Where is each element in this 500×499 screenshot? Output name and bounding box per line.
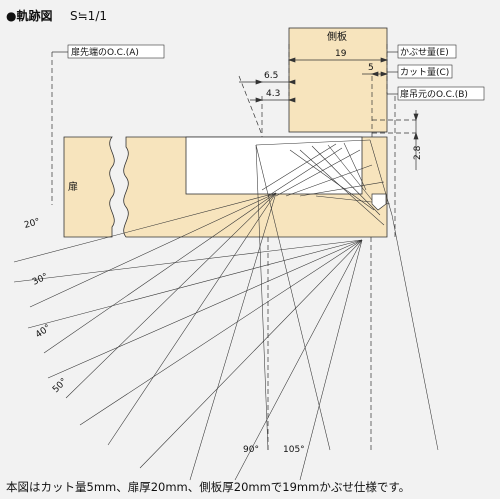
dim-5: 5 (368, 63, 374, 73)
dim-6-5: 6.5 (264, 71, 278, 81)
dim-2-8: 2.8 (413, 145, 423, 160)
hinge-detail (371, 193, 387, 211)
door-hinge-oc-label: 扉吊元のO.C.(B) (400, 88, 468, 100)
leader-lines (52, 51, 398, 95)
cabinet-opening (185, 136, 363, 195)
angle-90: 90° (243, 445, 259, 455)
side-panel (288, 27, 388, 133)
door-tip-oc-label: 扉先端のO.C.(A) (71, 46, 139, 58)
door-body (63, 136, 115, 238)
diagram-title: ●軌跡図 (6, 8, 52, 23)
overlay-label: かぶせ量(E) (400, 47, 449, 58)
side-panel-label: 側板 (327, 30, 347, 43)
overlay-box (397, 44, 457, 59)
trajectory-rays (13, 139, 439, 481)
dim-19: 19 (335, 49, 347, 59)
dashed-guides (51, 44, 416, 450)
angle-105: 105° (283, 445, 305, 455)
angle-30: 30° (31, 272, 50, 288)
door-label: 扉 (68, 180, 78, 193)
footer-note: 本図はカット量5mm、扉厚20mm、側板厚20mmで19mmかぶせ仕様です。 (6, 480, 410, 494)
cut-label: カット量(C) (400, 67, 449, 78)
cut-box (397, 64, 453, 79)
scale-label: S≒1/1 (70, 9, 107, 23)
dimension-lines (239, 57, 419, 170)
angle-50: 50° (51, 377, 69, 395)
door-hinge-oc-box (397, 86, 485, 101)
door-tip-oc-box (67, 44, 165, 59)
dim-4-3: 4.3 (266, 89, 280, 99)
angle-20: 20° (23, 217, 41, 231)
